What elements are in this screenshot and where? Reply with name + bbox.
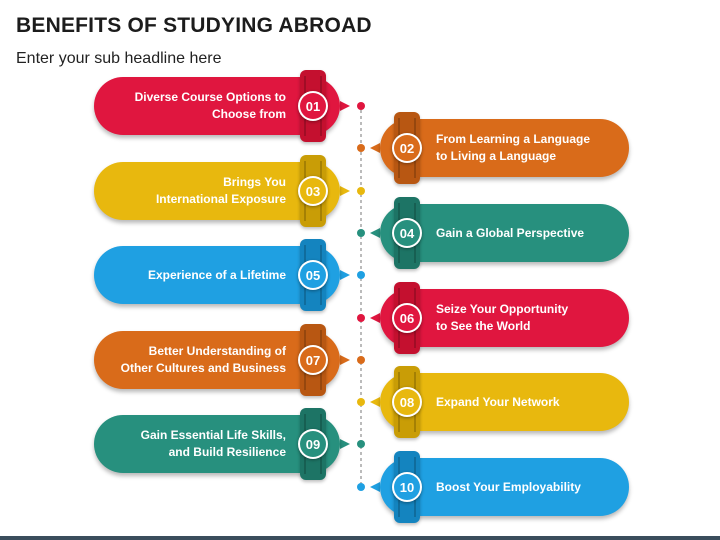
benefit-text-line: Expand Your Network: [436, 394, 560, 409]
pointer-arrow: [370, 482, 380, 492]
pointer-arrow: [340, 270, 350, 280]
benefit-text-line: Gain Essential Life Skills,: [140, 428, 286, 442]
benefit-card: Better Understanding of Other Cultures an…: [94, 331, 340, 389]
benefit-text: Boost Your Employability: [380, 479, 581, 496]
pointer-arrow: [370, 228, 380, 238]
timeline-dot: [357, 187, 365, 195]
timeline-dot: [357, 229, 365, 237]
timeline-dot: [357, 314, 365, 322]
benefit-text-line: and Build Resilience: [168, 445, 286, 459]
number-badge: 03: [298, 176, 328, 206]
number-label: 01: [300, 93, 326, 119]
timeline-dot: [357, 356, 365, 364]
benefit-text-line: Better Understanding of: [148, 344, 286, 358]
number-label: 09: [300, 431, 326, 457]
benefit-text-line: to See the World: [436, 319, 531, 333]
benefit-text: Better Understanding of Other Cultures an…: [121, 343, 340, 377]
benefit-text: Gain a Global Perspective: [380, 225, 584, 242]
timeline-dot: [357, 271, 365, 279]
pointer-arrow: [340, 101, 350, 111]
benefit-text-line: Brings You: [223, 175, 286, 189]
number-badge: 04: [392, 218, 422, 248]
timeline-dot: [357, 144, 365, 152]
number-label: 04: [394, 220, 420, 246]
benefit-text-line: Choose from: [211, 107, 286, 121]
number-label: 06: [394, 305, 420, 331]
number-badge: 02: [392, 133, 422, 163]
benefit-text-line: Experience of a Lifetime: [147, 267, 286, 282]
number-label: 08: [394, 389, 420, 415]
number-badge: 06: [392, 303, 422, 333]
number-label: 07: [300, 347, 326, 373]
benefit-card: Experience of a Lifetime: [94, 246, 340, 304]
number-label: 02: [394, 135, 420, 161]
timeline-dot: [357, 398, 365, 406]
number-badge: 08: [392, 387, 422, 417]
page-title: BENEFITS OF STUDYING ABROAD: [16, 14, 372, 37]
benefit-text: Diverse Course Options to Choose from: [135, 89, 340, 123]
number-badge: 09: [298, 429, 328, 459]
footer-bar: [0, 536, 720, 540]
number-label: 03: [300, 178, 326, 204]
pointer-arrow: [370, 397, 380, 407]
benefit-text-line: Other Cultures and Business: [120, 361, 286, 375]
benefit-text-line: International Exposure: [155, 192, 286, 206]
benefit-text-line: Gain a Global Perspective: [436, 225, 585, 240]
number-label: 05: [300, 262, 326, 288]
benefit-text: From Learning a Language to Living a Lang…: [380, 131, 590, 165]
pointer-arrow: [340, 439, 350, 449]
benefit-text-line: Seize Your Opportunity: [436, 302, 569, 316]
number-label: 10: [394, 474, 420, 500]
number-badge: 10: [392, 472, 422, 502]
benefit-text: Gain Essential Life Skills, and Build Res…: [141, 427, 340, 461]
benefit-text: Experience of a Lifetime: [148, 267, 340, 284]
number-badge: 01: [298, 91, 328, 121]
pointer-arrow: [370, 313, 380, 323]
benefit-text-line: to Living a Language: [436, 149, 557, 163]
benefit-text-line: Boost Your Employability: [436, 479, 581, 494]
benefit-text-line: From Learning a Language: [436, 132, 591, 146]
number-badge: 05: [298, 260, 328, 290]
timeline-dot: [357, 440, 365, 448]
timeline-dot: [357, 102, 365, 110]
benefit-text: Seize Your Opportunity to See the World: [380, 301, 568, 335]
page-subtitle: Enter your sub headline here: [16, 50, 222, 67]
pointer-arrow: [370, 143, 380, 153]
pointer-arrow: [340, 186, 350, 196]
benefit-text: Expand Your Network: [380, 394, 560, 411]
number-badge: 07: [298, 345, 328, 375]
pointer-arrow: [340, 355, 350, 365]
timeline-dot: [357, 483, 365, 491]
benefit-text-line: Diverse Course Options to: [134, 90, 286, 104]
